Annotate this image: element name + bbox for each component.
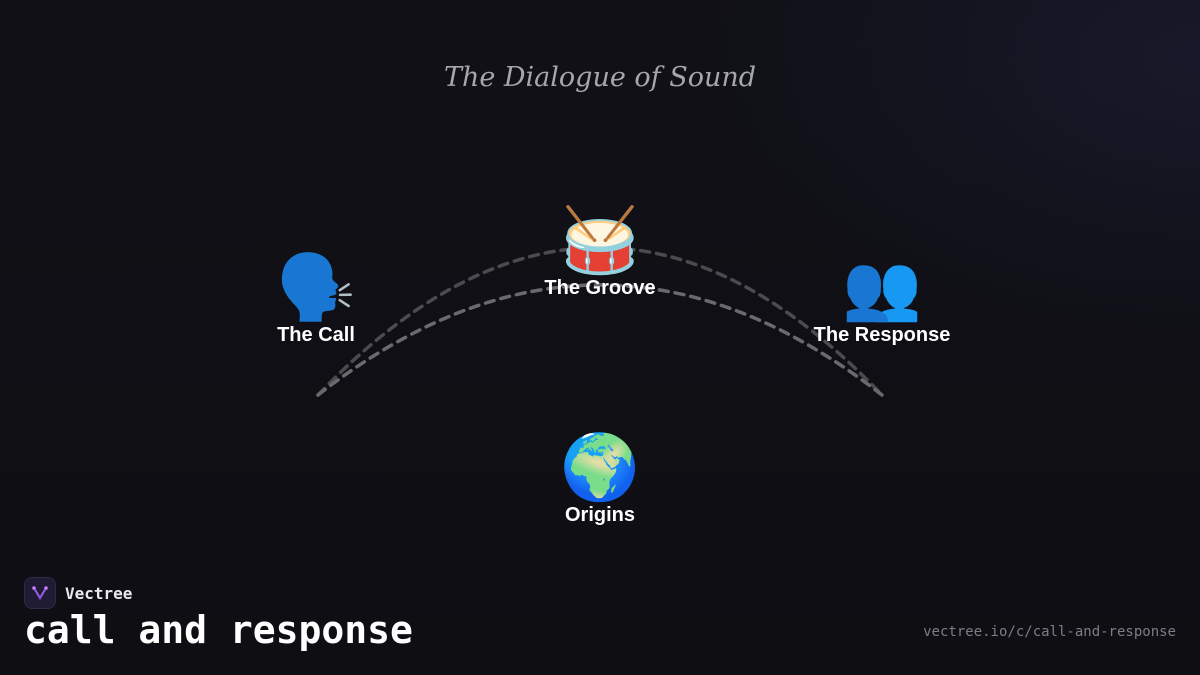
inner-arc xyxy=(316,283,884,397)
node-label: The Groove xyxy=(544,277,656,299)
node-the-groove: 🥁 The Groove xyxy=(544,205,655,300)
diagram-title: The Dialogue of Sound xyxy=(443,62,757,93)
globe-icon: 🌍 xyxy=(560,431,640,505)
node-label: The Call xyxy=(277,324,355,346)
node-the-call: 🗣️ The Call xyxy=(276,252,356,347)
node-the-response: 👥 The Response xyxy=(814,252,951,347)
brand[interactable]: Vectree xyxy=(24,577,132,609)
node-label: Origins xyxy=(564,504,635,526)
drum-icon: 🥁 xyxy=(560,204,640,278)
node-label: The Response xyxy=(813,324,951,346)
speaking-head-icon: 🗣️ xyxy=(276,251,356,325)
vectree-logo-icon xyxy=(24,577,56,609)
page-title: call and response xyxy=(24,608,413,652)
page-url[interactable]: vectree.io/c/call-and-response xyxy=(923,624,1176,640)
node-origins: 🌍 Origins xyxy=(560,432,640,527)
brand-name: Vectree xyxy=(65,583,133,603)
people-icon: 👥 xyxy=(842,251,922,325)
outer-arc xyxy=(316,245,884,397)
